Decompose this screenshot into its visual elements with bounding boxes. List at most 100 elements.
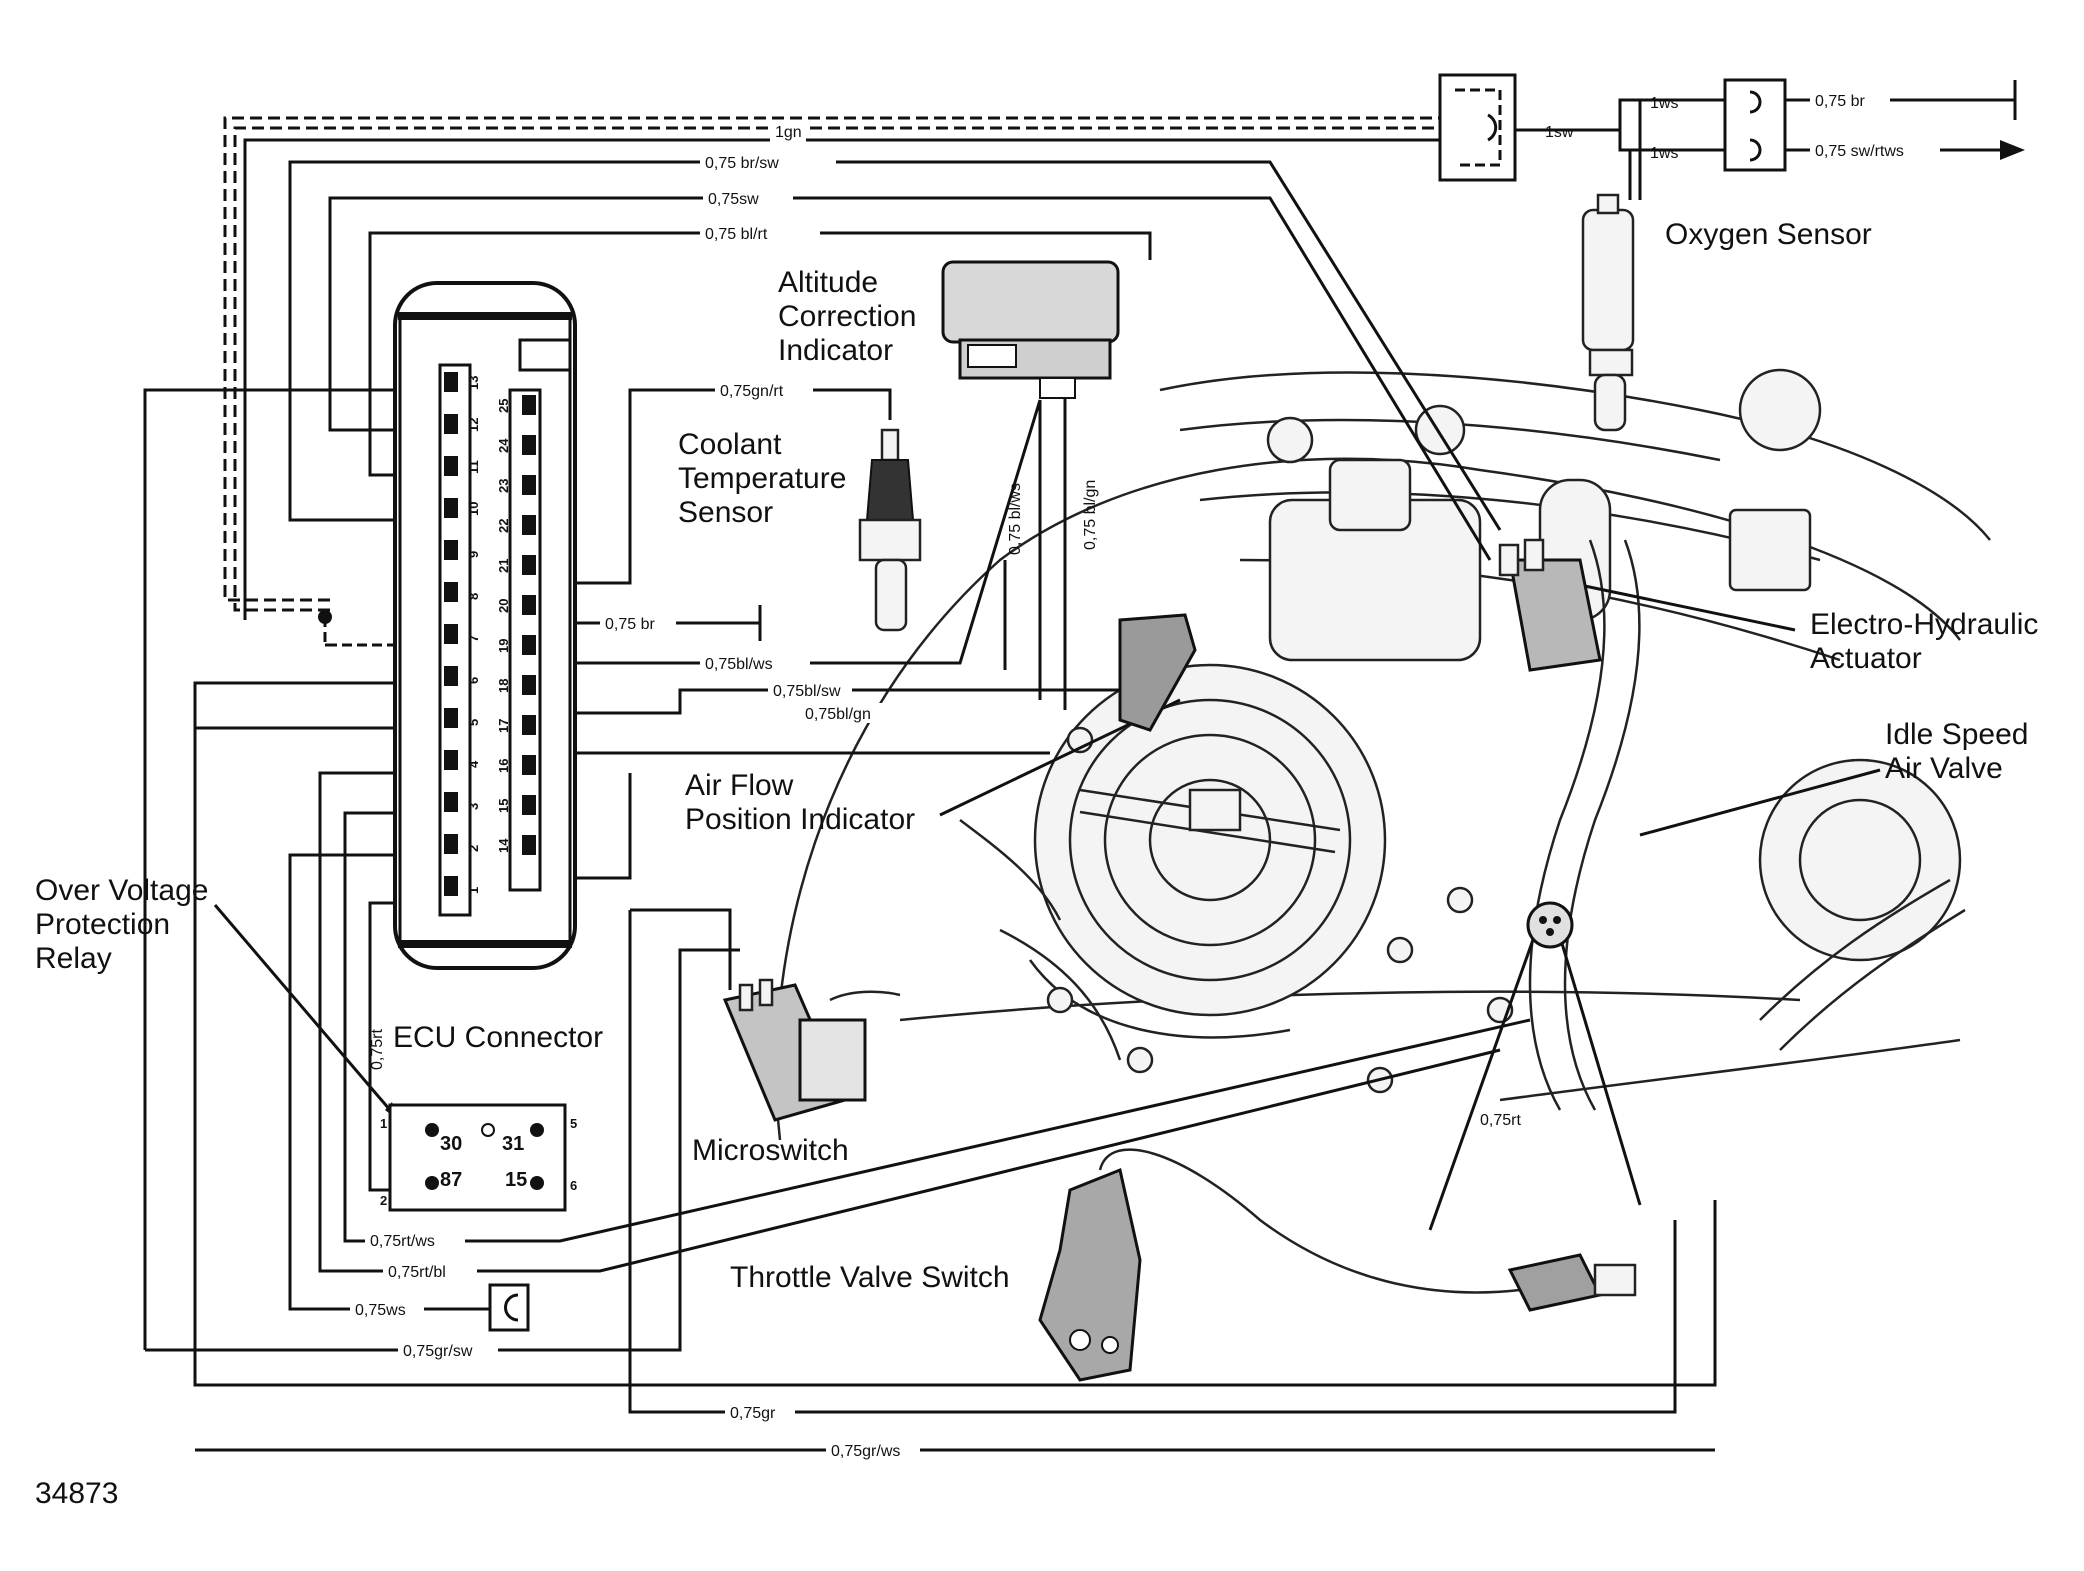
ecu-left-pin-number: 10 xyxy=(466,502,481,516)
ecu-right-pin-socket xyxy=(522,395,536,415)
wire-label-1gn: 1gn xyxy=(775,124,802,141)
electro-hydraulic-label-line1: Electro-Hydraulic xyxy=(1810,608,2038,641)
over-voltage-label-line3: Relay xyxy=(35,942,112,975)
wire-label-gr: 0,75gr xyxy=(730,1405,776,1422)
ecu-left-pin-number: 6 xyxy=(466,677,481,684)
relay-side-2: 2 xyxy=(380,1193,387,1208)
ecu-left-pin-socket xyxy=(444,540,458,560)
microswitch-drawing xyxy=(722,978,901,1122)
ecu-left-pin-socket xyxy=(444,708,458,728)
ecu-left-pin-number: 1 xyxy=(466,887,481,894)
wire-label-bl-ws-horizontal: 0,75bl/ws xyxy=(705,656,773,673)
throttle-valve-switch-label: Throttle Valve Switch xyxy=(730,1261,1010,1294)
ecu-right-pin-socket xyxy=(522,435,536,455)
altitude-label-line1: Altitude xyxy=(778,266,878,299)
idle-speed-label-line2: Air Valve xyxy=(1885,752,2003,785)
coolant-label-line3: Sensor xyxy=(678,496,773,529)
ecu-right-pin-number: 17 xyxy=(496,719,511,733)
ecu-right-pin-socket xyxy=(522,715,536,735)
wire-label-ws: 0,75ws xyxy=(355,1302,406,1319)
ecu-left-pin-number: 13 xyxy=(466,376,481,390)
ecu-left-pin-socket xyxy=(444,666,458,686)
ecu-right-pin-number: 14 xyxy=(496,838,511,853)
ecu-right-pin-number: 21 xyxy=(496,559,511,573)
ecu-left-pin-socket xyxy=(444,834,458,854)
wire-label-bl-rt: 0,75 bl/rt xyxy=(705,226,768,243)
ecu-right-pin-socket xyxy=(522,755,536,775)
ecu-right-pin-socket xyxy=(522,555,536,575)
relay-terminal-87: 87 xyxy=(440,1169,462,1191)
idle-speed-air-valve-drawing xyxy=(1526,901,1574,949)
ecu-left-pin-number: 7 xyxy=(466,635,481,642)
wire-label-rt-vertical: 0,75rt xyxy=(369,1029,386,1070)
ecu-right-pin-number: 22 xyxy=(496,519,511,533)
ecu-right-pin-number: 24 xyxy=(496,438,511,453)
air-flow-position-indicator-drawing xyxy=(1118,613,1197,732)
air-flow-label-line1: Air Flow xyxy=(685,769,794,802)
ecu-left-pin-socket xyxy=(444,876,458,896)
ecu-left-pin-number: 9 xyxy=(466,551,481,558)
ecu-left-pin-socket xyxy=(444,792,458,812)
wire-label-br-sw: 0,75 br/sw xyxy=(705,155,779,172)
wire-label-bl-gn-vertical: 0,75 bl/gn xyxy=(1082,480,1099,550)
ecu-right-pin-number: 16 xyxy=(496,759,511,773)
ws-plug-drawing xyxy=(488,1283,530,1332)
wire-label-1sw: 1sw xyxy=(1545,124,1574,141)
relay-side-5: 5 xyxy=(570,1116,577,1131)
ecu-left-pin-socket xyxy=(444,372,458,392)
figure-number: 34873 xyxy=(35,1477,118,1510)
altitude-correction-drawing xyxy=(941,260,1120,399)
ecu-right-pin-socket xyxy=(522,635,536,655)
ecu-left-pin-socket xyxy=(444,498,458,518)
ecu-left-pin-socket xyxy=(444,582,458,602)
over-voltage-relay: 30 31 87 15 1 2 5 6 xyxy=(380,1103,577,1212)
coolant-label-line1: Coolant xyxy=(678,428,782,461)
ecu-right-pin-number: 23 xyxy=(496,479,511,493)
ecu-left-pin-socket xyxy=(444,414,458,434)
wire-label-bl-ws-vertical: 0,75 bl/ws xyxy=(1007,483,1024,555)
ecu-right-pin-number: 19 xyxy=(496,639,511,653)
ecu-left-pin-number: 12 xyxy=(466,418,481,432)
wire-label-bl-sw: 0,75bl/sw xyxy=(773,683,841,700)
idle-speed-label-line1: Idle Speed xyxy=(1885,718,2028,751)
ecu-right-pin-socket xyxy=(522,835,536,855)
relay-terminal-30: 30 xyxy=(440,1133,462,1155)
ecu-left-pin-number: 2 xyxy=(466,845,481,852)
relay-terminal-15: 15 xyxy=(505,1169,527,1191)
engine-illustration xyxy=(775,368,1991,1141)
wire-label-gr-sw: 0,75gr/sw xyxy=(403,1343,473,1360)
oxygen-sensor-drawing xyxy=(1438,73,1787,432)
ecu-right-pin-number: 25 xyxy=(496,399,511,413)
wire-label-gn-rt: 0,75gn/rt xyxy=(720,383,784,400)
ecu-right-pin-socket xyxy=(522,675,536,695)
wire-label-gr-ws: 0,75gr/ws xyxy=(831,1443,900,1460)
ecu-right-pin-socket xyxy=(522,795,536,815)
wire-label-rt-engine: 0,75rt xyxy=(1480,1112,1521,1129)
ecu-right-pin-socket xyxy=(522,475,536,495)
over-voltage-label-line1: Over Voltage xyxy=(35,874,208,907)
electro-hydraulic-actuator-drawing xyxy=(1498,538,1602,672)
ecu-right-pin-number: 18 xyxy=(496,679,511,693)
ecu-left-pin-socket xyxy=(444,624,458,644)
relay-side-6: 6 xyxy=(570,1178,577,1193)
ecu-right-pin-socket xyxy=(522,515,536,535)
air-flow-label-line2: Position Indicator xyxy=(685,803,915,836)
wire-label-bl-gn-horizontal: 0,75bl/gn xyxy=(805,706,871,723)
altitude-label-line2: Correction xyxy=(778,300,916,333)
throttle-valve-switch-drawing xyxy=(1038,1148,1637,1382)
wire-label-rt-bl: 0,75rt/bl xyxy=(388,1264,446,1281)
wire-label-rt-ws: 0,75rt/ws xyxy=(370,1233,435,1250)
ecu-left-pin-number: 11 xyxy=(466,460,481,474)
relay-terminal-31: 31 xyxy=(502,1133,524,1155)
ecu-connector-label: ECU Connector xyxy=(393,1021,603,1054)
ecu-left-pin-number: 8 xyxy=(466,593,481,600)
wire-label-br: 0,75 br xyxy=(605,616,655,633)
relay-side-1: 1 xyxy=(380,1116,387,1131)
wire-label-1ws-b: 1ws xyxy=(1650,145,1678,162)
wire-label-o2-br: 0,75 br xyxy=(1815,93,1865,110)
oxygen-sensor-label: Oxygen Sensor xyxy=(1665,218,1872,251)
coolant-temperature-sensor-drawing xyxy=(858,428,922,632)
wire-label-o2-sw-rtws: 0,75 sw/rtws xyxy=(1815,143,1904,160)
